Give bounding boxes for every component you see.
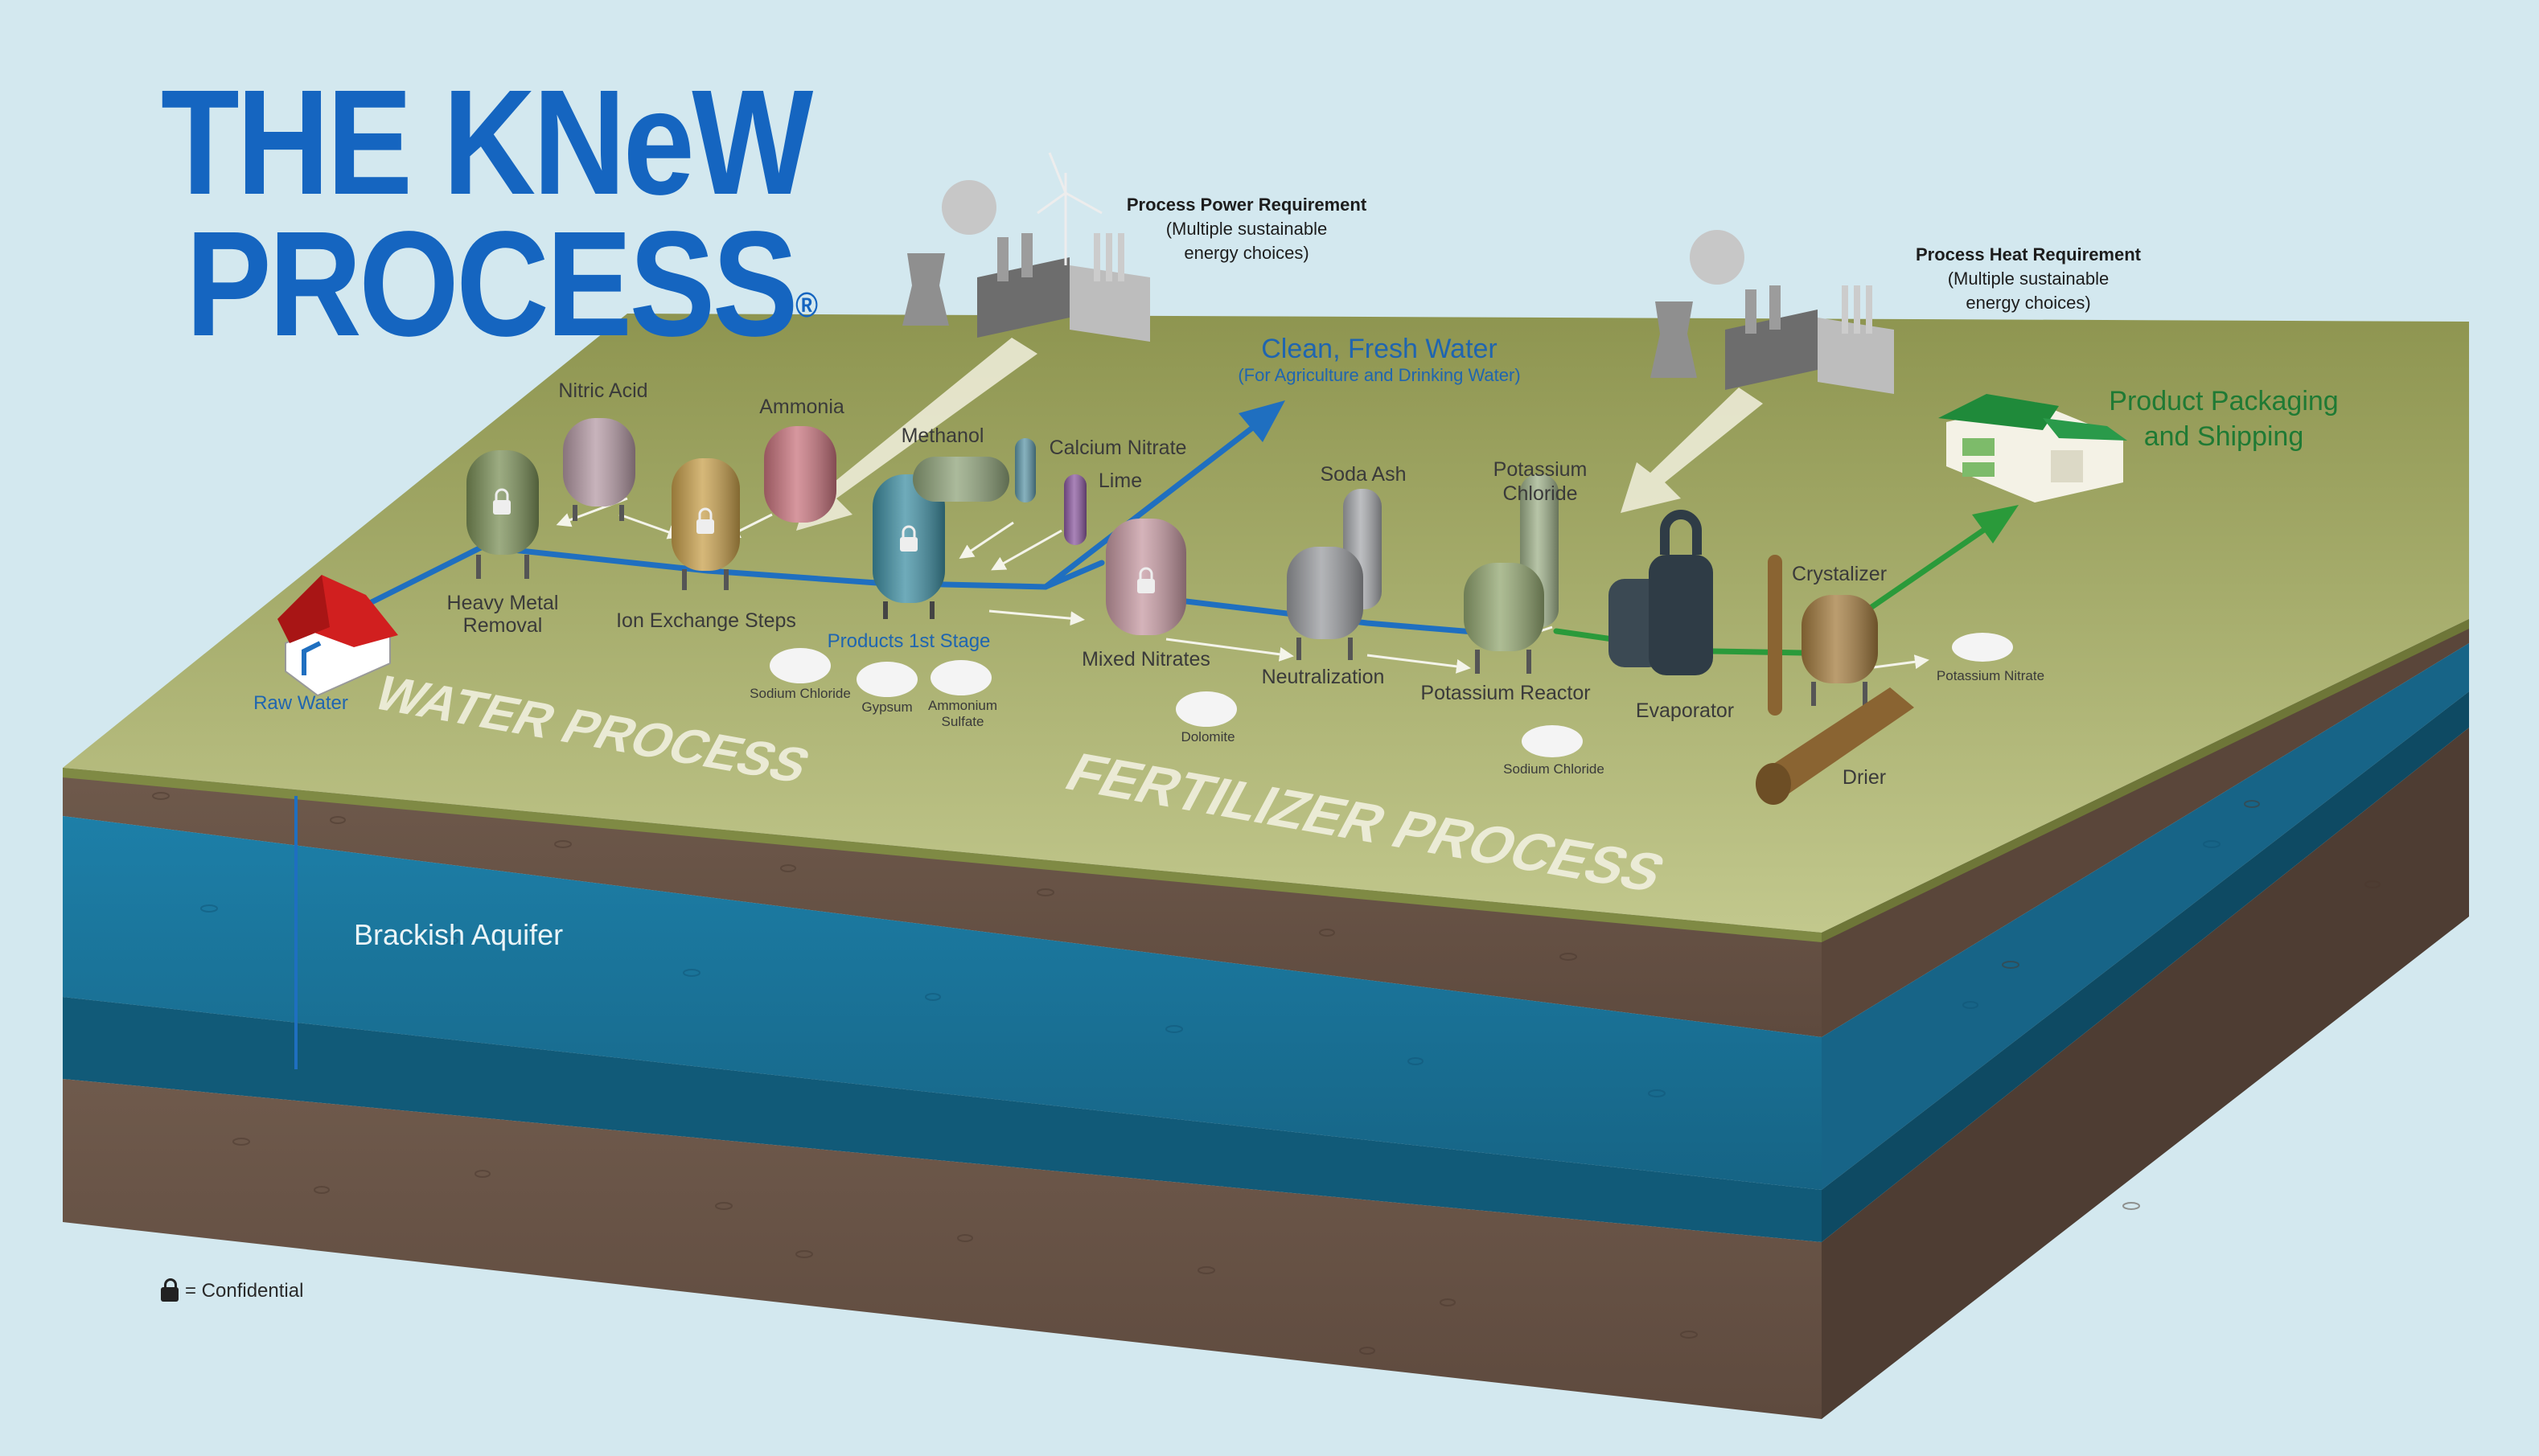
sodium-chloride-2-label: Sodium Chloride bbox=[1503, 761, 1604, 777]
evaporator-tank bbox=[1608, 510, 1713, 675]
ammonium-sulfate-label-2: Sulfate bbox=[942, 714, 984, 729]
evaporator-label: Evaporator bbox=[1636, 699, 1734, 722]
methanol-tank bbox=[913, 457, 1009, 502]
ammonia-label: Ammonia bbox=[759, 396, 844, 418]
calcium-nitrate-tank bbox=[1015, 438, 1036, 502]
packaging-label-2: and Shipping bbox=[2144, 421, 2304, 452]
mixed-nitrates-tank bbox=[1106, 519, 1186, 635]
front-topsoil bbox=[63, 768, 1822, 1037]
lime-label: Lime bbox=[1099, 470, 1142, 492]
fresh-water-sublabel: (For Agriculture and Drinking Water) bbox=[1238, 365, 1520, 385]
soda-ash-label: Soda Ash bbox=[1320, 463, 1406, 486]
power-plant-1 bbox=[902, 152, 1150, 342]
shipping-arrowhead bbox=[1972, 505, 2019, 543]
side-aquifer-upper bbox=[1822, 643, 2469, 1190]
products-1st-stage-label: Products 1st Stage bbox=[828, 630, 991, 652]
drier-cylinder bbox=[1756, 687, 1914, 805]
potassium-chloride-label-1: Potassium bbox=[1493, 458, 1588, 481]
confidential-lock-icon bbox=[900, 525, 918, 552]
neutralization-label: Neutralization bbox=[1262, 666, 1385, 688]
power-requirement-sub2: energy choices) bbox=[1184, 243, 1309, 263]
ground-edge bbox=[63, 768, 1822, 942]
front-aquifer-upper bbox=[63, 816, 1822, 1190]
raw-water-house bbox=[277, 575, 398, 697]
products-1st-stage-tank bbox=[873, 474, 945, 619]
title-line-2-text: PROCESS bbox=[185, 201, 799, 367]
sodium-chloride-label: Sodium Chloride bbox=[750, 686, 851, 701]
fresh-water-label: Clean, Fresh Water bbox=[1261, 334, 1498, 364]
crystalizer-tank bbox=[1768, 555, 1878, 716]
methanol-label: Methanol bbox=[902, 424, 984, 447]
legend-text: = Confidential bbox=[185, 1280, 304, 1302]
confidential-lock-icon bbox=[1137, 567, 1155, 593]
confidential-lock-icon bbox=[493, 488, 511, 515]
mixed-nitrates-label: Mixed Nitrates bbox=[1082, 648, 1210, 671]
feed-flows bbox=[556, 489, 1929, 674]
raw-water-label: Raw Water bbox=[253, 692, 348, 714]
potassium-reactor-tank bbox=[1464, 563, 1544, 674]
dolomite-label: Dolomite bbox=[1181, 729, 1235, 744]
heavy-metal-label-1: Heavy Metal bbox=[447, 592, 559, 614]
calcium-nitrate-label: Calcium Nitrate bbox=[1050, 437, 1187, 459]
heavy-metal-label-2: Removal bbox=[463, 614, 543, 637]
nitric-acid-label: Nitric Acid bbox=[558, 379, 647, 402]
page-title: THE KNeW PROCESS® bbox=[161, 68, 818, 359]
power-requirement-sub1: (Multiple sustainable bbox=[1166, 219, 1328, 239]
drier-label: Drier bbox=[1843, 766, 1886, 789]
crystalizer-label: Crystalizer bbox=[1792, 563, 1887, 585]
water-pipes bbox=[351, 423, 1515, 638]
confidential-legend: = Confidential bbox=[161, 1278, 304, 1302]
potassium-reactor-label: Potassium Reactor bbox=[1420, 682, 1590, 704]
soil-texture bbox=[152, 792, 2381, 1355]
heat-plant-1 bbox=[1650, 230, 1894, 394]
title-line-1: THE KNeW bbox=[161, 59, 813, 226]
side-topsoil bbox=[1822, 619, 2469, 1037]
packaging-label-1: Product Packaging bbox=[2109, 386, 2338, 416]
gypsum-label: Gypsum bbox=[861, 699, 912, 715]
ground-surface bbox=[63, 314, 2469, 933]
nitric-acid-tank bbox=[563, 418, 635, 521]
side-bedrock bbox=[1822, 728, 2469, 1419]
potassium-nitrate-label: Potassium Nitrate bbox=[1937, 668, 2044, 683]
heat-requirement-title: Process Heat Requirement bbox=[1916, 244, 2142, 265]
heavy-metal-tank bbox=[466, 450, 539, 579]
lock-icon bbox=[161, 1278, 179, 1302]
byproduct-piles bbox=[770, 633, 2013, 757]
packaging-building bbox=[1938, 394, 2127, 502]
front-bedrock bbox=[63, 1079, 1822, 1419]
ground-edge-side bbox=[1822, 619, 2469, 942]
fresh-water-arrowhead bbox=[1239, 400, 1285, 442]
registered-mark: ® bbox=[795, 285, 818, 325]
aquifer-texture bbox=[200, 840, 2221, 1097]
energy-arrows bbox=[796, 338, 1763, 531]
brackish-aquifer-label: Brackish Aquifer bbox=[354, 918, 563, 951]
confidential-lock-icon bbox=[696, 507, 714, 534]
lime-tank bbox=[1064, 474, 1087, 545]
heat-requirement-sub1: (Multiple sustainable bbox=[1948, 269, 2110, 289]
side-aquifer-lower bbox=[1822, 691, 2469, 1242]
front-aquifer-lower bbox=[63, 997, 1822, 1242]
potassium-chloride-label-2: Chloride bbox=[1502, 482, 1577, 505]
ion-exchange-tank bbox=[672, 458, 740, 590]
ion-exchange-label: Ion Exchange Steps bbox=[616, 609, 796, 632]
ammonium-sulfate-label-1: Ammonium bbox=[928, 698, 997, 713]
neutralization-tank bbox=[1287, 547, 1363, 660]
title-line-2: PROCESS® bbox=[161, 210, 818, 359]
heat-requirement-sub2: energy choices) bbox=[1966, 293, 2090, 313]
ammonia-tank bbox=[764, 426, 836, 523]
power-requirement-title: Process Power Requirement bbox=[1127, 195, 1367, 215]
